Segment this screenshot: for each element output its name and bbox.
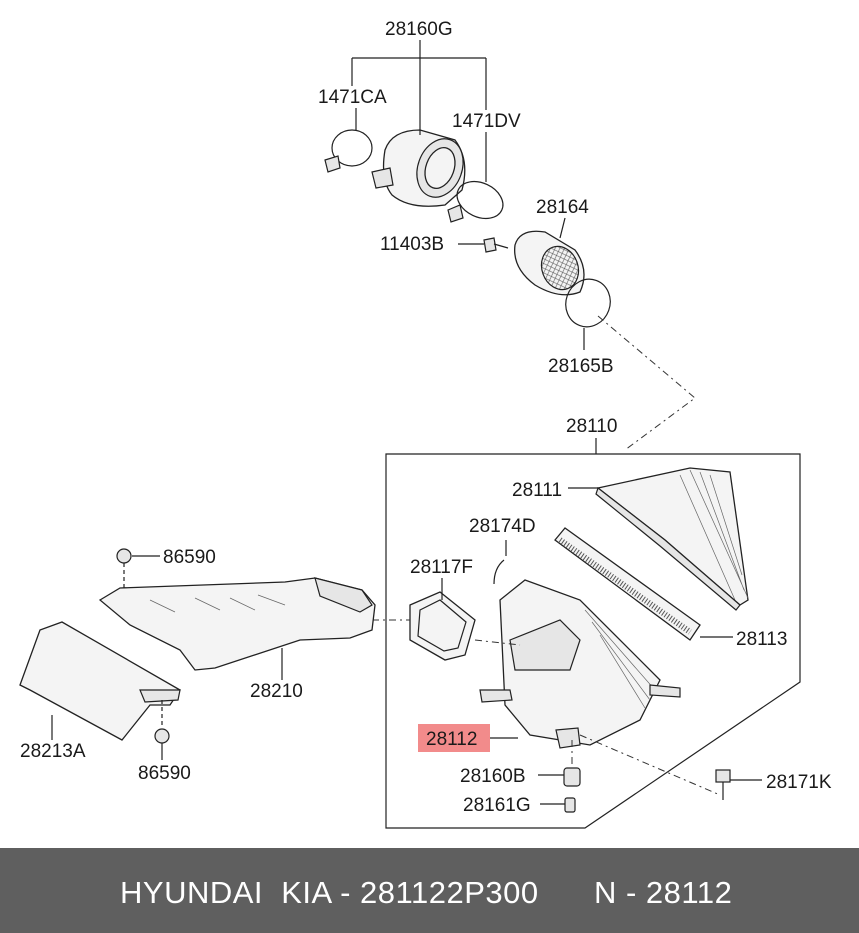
air-duct-cover-28213a [19,621,181,741]
label-28111[interactable]: 28111 [512,480,562,501]
footer-bar: HYUNDAI KIA - 281122P300 N - 28112 [0,848,859,933]
label-28161g[interactable]: 28161G [463,795,531,816]
highlight-box [418,724,490,752]
resonator-28160g [371,129,466,207]
bolt-28171k [715,769,762,800]
label-28112[interactable]: 28112 [426,729,477,750]
leader-lines-upper [351,40,696,451]
leader-lines-box [441,487,733,739]
label-1471ca[interactable]: 1471CA [318,87,387,108]
gasket-28117f [409,591,476,661]
footer-part-number: HYUNDAI KIA - 281122P300 [120,875,539,910]
parts-diagram: 28160G 1471CA 1471DV 28164 11403B 28165B… [19,19,832,829]
assembly-frame-28110 [385,438,801,829]
collar-28161g [540,797,576,813]
clamp-1471dv [447,180,504,223]
label-28110[interactable]: 28110 [566,416,617,437]
bolt-11403b [483,237,509,253]
leader-lines-left [51,648,283,740]
label-86590-bottom[interactable]: 86590 [138,763,191,784]
label-28113[interactable]: 28113 [736,629,787,650]
label-28160g[interactable]: 28160G [385,19,453,40]
intake-duct-28210 [98,577,376,671]
clip-86590-bottom [154,700,170,760]
insulator-28160b [538,767,581,787]
label-28213a[interactable]: 28213A [20,741,86,762]
label-28164[interactable]: 28164 [536,197,589,218]
footer-reference: N - 28112 [594,875,733,910]
clamp-1471ca [324,129,373,173]
label-1471dv[interactable]: 1471DV [452,111,521,132]
clip-86590-top [116,548,160,590]
label-28165b[interactable]: 28165B [548,356,614,377]
label-28160b[interactable]: 28160B [460,766,526,787]
label-28117f[interactable]: 28117F [410,557,473,578]
hose-28174d [493,540,507,585]
air-flow-sensor-28164 [514,230,585,296]
upper-case-28111 [595,467,749,611]
lower-case-28112 [479,579,681,749]
o-ring-28165b [565,278,611,328]
label-28171k[interactable]: 28171K [766,772,832,793]
label-28174d[interactable]: 28174D [469,516,536,537]
label-86590-top[interactable]: 86590 [163,547,216,568]
dashed-connectors [372,619,721,796]
label-11403b[interactable]: 11403B [380,234,444,255]
label-28210[interactable]: 28210 [250,681,303,702]
filter-element-28113 [554,527,701,641]
